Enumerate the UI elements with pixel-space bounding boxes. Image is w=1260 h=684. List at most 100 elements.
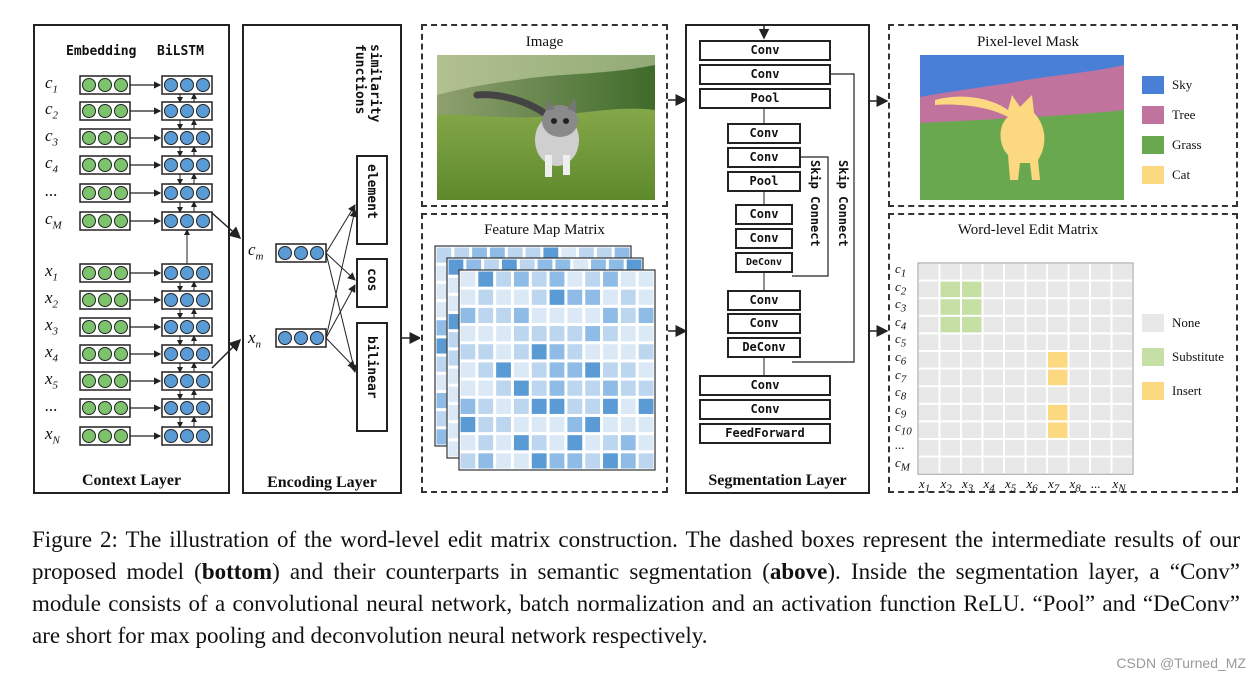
edit-cell <box>1091 440 1111 456</box>
skip-connect-inner-label: Skip Connect <box>808 160 822 247</box>
edit-row-label-0: c1 <box>895 261 907 280</box>
edit-cell <box>919 440 939 456</box>
seg-conv-4: Conv <box>727 147 801 168</box>
edit-cell <box>1091 369 1111 386</box>
edit-cell <box>1112 316 1132 333</box>
edit-cell <box>1005 404 1025 421</box>
edit-col-label-1: x2 <box>940 476 952 495</box>
edit-cell <box>1091 316 1111 333</box>
edit-cell <box>1112 369 1132 386</box>
edit-cell <box>940 264 960 280</box>
edit-cell <box>919 334 939 350</box>
edit-matrix-title: Word-level Edit Matrix <box>957 222 1099 238</box>
edit-cell <box>1048 352 1068 368</box>
edit-cell <box>1069 299 1089 315</box>
edit-cell <box>1091 352 1111 368</box>
edit-legend-label-none: None <box>1172 315 1201 330</box>
function-bilinear-label: bilinear <box>364 336 379 399</box>
edit-cell <box>940 440 960 456</box>
seg-conv-2: Conv <box>699 64 831 85</box>
edit-cell <box>962 369 982 386</box>
edit-cell <box>962 281 982 298</box>
edit-cell <box>919 281 939 298</box>
x-row-5 <box>79 398 213 418</box>
edit-cell <box>1026 369 1046 386</box>
feature-map-panel <box>421 213 668 493</box>
x-row-1 <box>79 290 213 310</box>
edit-cell <box>983 440 1003 456</box>
edit-cell <box>919 422 939 438</box>
edit-cell <box>1048 281 1068 298</box>
seg-conv-6: Conv <box>735 228 793 249</box>
edit-cell <box>1069 457 1089 474</box>
edit-cell <box>1005 299 1025 315</box>
pixel-mask-title: Pixel-level Mask <box>976 34 1080 50</box>
edit-cell <box>1112 352 1132 368</box>
edit-cell <box>983 299 1003 315</box>
c-row-3 <box>79 155 213 175</box>
seg-conv-10: Conv <box>699 399 831 420</box>
edit-cell <box>1048 422 1068 438</box>
edit-cell <box>983 281 1003 298</box>
edit-row-label-1: c2 <box>895 278 907 298</box>
mask-legend-label-tree: Tree <box>1172 107 1196 122</box>
segmentation-layer-title: Segmentation Layer <box>708 472 847 489</box>
c-row-1 <box>79 101 213 121</box>
mask-legend-swatch-cat <box>1142 166 1164 184</box>
edit-row-label-4: c5 <box>895 331 907 350</box>
pixel-mask-image <box>920 55 1124 200</box>
edit-cell <box>1091 422 1111 438</box>
ctx-to-enc-arrows <box>211 212 242 369</box>
edit-cell <box>919 369 939 386</box>
edit-cell <box>1005 387 1025 403</box>
c-row-5 <box>79 211 213 231</box>
edit-cell <box>1091 264 1111 280</box>
edit-col-label-5: x6 <box>1026 476 1038 495</box>
edit-row-label-7: c8 <box>895 384 907 403</box>
edit-cell <box>940 404 960 421</box>
edit-cell <box>940 387 960 403</box>
edit-matrix-panel <box>888 213 1238 493</box>
edit-legend-swatch-substitute <box>1142 348 1164 366</box>
mask-legend-swatch-sky <box>1142 76 1164 94</box>
edit-cell <box>1005 422 1025 438</box>
edit-cell <box>1048 316 1068 333</box>
edit-cell <box>1112 264 1132 280</box>
edit-cell <box>1026 422 1046 438</box>
c-row-label-3: c4 <box>45 153 59 176</box>
edit-cell <box>1091 457 1111 474</box>
edit-cell <box>1091 387 1111 403</box>
x-row-label-5: ... <box>45 396 58 415</box>
edit-cell <box>1048 299 1068 315</box>
edit-cell <box>1026 387 1046 403</box>
mask-legend-label-cat: Cat <box>1172 167 1191 182</box>
edit-matrix-grid <box>917 262 1134 475</box>
x-row-label-3: x4 <box>45 342 59 365</box>
fm-to-seg-arrow <box>668 325 688 337</box>
edit-col-label-6: x7 <box>1048 476 1060 495</box>
seg-conv-8: Conv <box>727 313 801 334</box>
function-element-box <box>356 155 388 245</box>
edit-cell <box>983 316 1003 333</box>
edit-cell <box>1069 281 1089 298</box>
edit-cell <box>1069 404 1089 421</box>
pixel-mask-panel <box>888 24 1238 207</box>
c-row-label-4: ... <box>45 181 58 200</box>
context-layer-title: Context Layer <box>81 472 182 489</box>
edit-cell <box>962 352 982 368</box>
edit-cell <box>919 457 939 474</box>
c-row-label-2: c3 <box>45 126 59 149</box>
edit-cell <box>962 440 982 456</box>
edit-row-label-6: c7 <box>895 366 907 386</box>
function-element-label: element <box>364 164 379 219</box>
edit-row-label-2: c3 <box>895 296 907 315</box>
edit-cell <box>1048 387 1068 403</box>
feature-map-title: Feature Map Matrix <box>484 222 605 238</box>
edit-col-label-2: x3 <box>962 476 974 495</box>
edit-cell <box>1005 440 1025 456</box>
edit-row-label-10: ... <box>895 437 905 452</box>
edit-cell <box>919 299 939 315</box>
c-row-label-5: cM <box>45 209 62 232</box>
x-row-6 <box>79 426 213 446</box>
edit-row-label-5: c6 <box>895 349 907 368</box>
